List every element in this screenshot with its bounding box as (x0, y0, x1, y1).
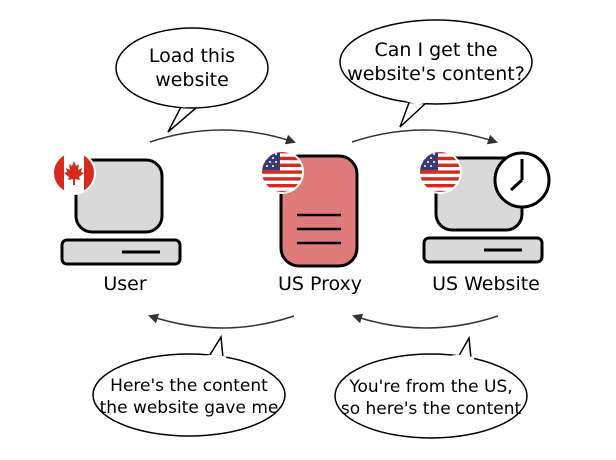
bubble-heres-line1: Here's the content (110, 376, 268, 396)
bubble-from-us-line2: so here's the content (341, 399, 522, 419)
arrow-proxy-to-website (351, 129, 498, 145)
arrow-website-to-proxy (352, 313, 499, 329)
bubble-request-content: Can I get the website's content? (339, 19, 533, 128)
usa-flag-icon (260, 150, 304, 194)
node-label-proxy: US Proxy (278, 273, 362, 295)
bubble-heres-content: Here's the content the website gave me (92, 334, 286, 437)
user-computer-icon (60, 158, 182, 266)
node-label-website: US Website (432, 273, 540, 295)
arrow-proxy-to-user (148, 313, 295, 329)
clock-icon (493, 151, 551, 209)
usa-flag-icon (418, 150, 462, 194)
bubble-load-line1: Load this (149, 45, 235, 67)
bubble-load-website: Load this website (115, 27, 269, 133)
bubble-heres-line2: the website gave me (100, 398, 279, 418)
canada-flag-icon (52, 151, 96, 195)
bubble-request-line1: Can I get the (374, 39, 497, 61)
node-label-user: User (103, 273, 146, 295)
bubble-from-us-line1: You're from the US, (348, 377, 512, 397)
bubble-load-line2: website (155, 69, 229, 91)
bubble-request-line2: website's content? (347, 63, 525, 85)
bubble-from-us: You're from the US, so here's the conten… (334, 335, 528, 439)
arrow-user-to-proxy (149, 129, 296, 145)
